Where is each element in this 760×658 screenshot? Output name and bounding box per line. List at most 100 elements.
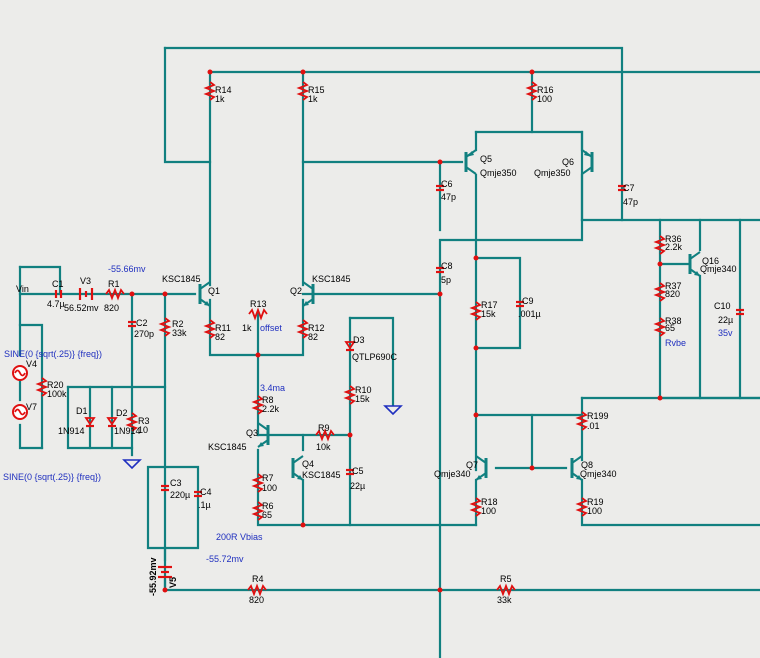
component-labels: R14 1k R15 1k R16 100 Q5 Qmje350 Q6 Qmje… — [3, 85, 737, 605]
label-Q16-type: Qmje340 — [700, 264, 737, 274]
resistor-R38 — [653, 317, 667, 337]
resistor-R19 — [575, 497, 589, 517]
label-C4: C4 — [200, 487, 212, 497]
resistor-R8 — [251, 395, 265, 415]
label-source-V2-expr: SINE(0 {sqrt(.25)} {freq}) — [3, 472, 101, 482]
label-C2-value: 270p — [134, 329, 154, 339]
label-R15-value: 1k — [308, 94, 318, 104]
label-C5-value: 22µ — [350, 481, 365, 491]
label-D3: D3 — [353, 335, 365, 345]
capacitor-C2 — [128, 320, 136, 328]
label-C5: C5 — [352, 466, 364, 476]
label-R17-value: 15k — [481, 309, 496, 319]
resistor-R20 — [35, 377, 49, 397]
resistor-R7 — [251, 473, 265, 493]
label-R19: R19 — [587, 497, 604, 507]
transistor-Q2 — [302, 281, 315, 307]
source-V4 — [12, 365, 28, 381]
resistor-R16 — [525, 81, 539, 101]
label-R37: R37 — [665, 281, 682, 291]
label-C6-value: 47p — [441, 192, 456, 202]
source-V5 — [158, 565, 172, 579]
label-R13-value: 1k — [242, 323, 252, 333]
diode-D3 — [344, 341, 356, 352]
label-R5-value: 33k — [497, 595, 512, 605]
ground-1 — [122, 459, 142, 470]
label-Q1-type: KSC1845 — [162, 274, 201, 284]
label-R36: R36 — [665, 234, 682, 244]
transistor-Q5 — [464, 149, 477, 175]
grounds — [122, 405, 403, 470]
capacitor-C1 — [54, 290, 63, 298]
label-V7: V7 — [26, 402, 37, 412]
label-C9: C9 — [522, 296, 534, 306]
label-C1-value: 4.7µ — [47, 299, 65, 309]
label-C10-value: 22µ — [718, 315, 733, 325]
label-R20: R20 — [47, 380, 64, 390]
label-Q8-type: Qmje340 — [580, 469, 617, 479]
label-R19-value: 100 — [587, 506, 602, 516]
label-R16: R16 — [537, 85, 554, 95]
label-R2-value: 33k — [172, 328, 187, 338]
label-R1-value: 820 — [104, 303, 119, 313]
capacitor-C4 — [194, 490, 202, 498]
label-R14: R14 — [215, 85, 232, 95]
label-R11: R11 — [215, 323, 231, 333]
label-R18: R18 — [481, 497, 498, 507]
label-Rvbe: Rvbe — [665, 338, 686, 348]
label-C7-value: 47p — [623, 197, 638, 207]
label-R3: R3 — [138, 416, 150, 426]
label-R9: R9 — [318, 423, 330, 433]
label-R38-value: 65 — [665, 323, 675, 333]
label-D2-type: 1N914 — [114, 426, 141, 436]
resistor-R13 — [248, 307, 268, 321]
label-V3-value: 56.52mv — [64, 303, 99, 313]
resistor-R9 — [315, 428, 335, 442]
sources — [12, 288, 172, 579]
label-current: 3.4ma — [260, 383, 285, 393]
label-C10: C10 — [714, 301, 731, 311]
resistor-R3 — [125, 412, 139, 432]
label-V3: V3 — [80, 276, 91, 286]
label-D1: D1 — [76, 406, 88, 416]
resistors — [35, 81, 667, 597]
transistor-Q7 — [475, 455, 488, 481]
label-offset: offset — [260, 323, 282, 333]
label-R10-value: 15k — [355, 394, 370, 404]
label-R199: R199 — [587, 411, 609, 421]
resistor-R1 — [105, 287, 125, 301]
capacitor-C9 — [516, 300, 524, 308]
label-R17: R17 — [481, 300, 498, 310]
label-R7-value: 100 — [262, 483, 277, 493]
label-C1: C1 — [52, 279, 64, 289]
label-Q6: Q6 — [562, 157, 574, 167]
capacitor-C7 — [618, 184, 626, 192]
resistor-R37 — [653, 282, 667, 302]
label-R1: R1 — [108, 279, 120, 289]
label-R10: R10 — [355, 385, 372, 395]
label-V4: V4 — [26, 359, 37, 369]
label-C8-value: 5p — [441, 275, 451, 285]
resistor-R2 — [158, 317, 172, 337]
label-Q2-type: KSC1845 — [312, 274, 351, 284]
label-R20-value: 100k — [47, 389, 67, 399]
label-R8: R8 — [262, 395, 274, 405]
label-Q16: Q16 — [702, 256, 719, 266]
label-Q3: Q3 — [246, 428, 258, 438]
label-R12-value: 82 — [308, 332, 318, 342]
label-R16-value: 100 — [537, 94, 552, 104]
label-R2: R2 — [172, 319, 184, 329]
resistor-R12 — [296, 319, 310, 339]
label-R12: R12 — [308, 323, 325, 333]
ground-2 — [383, 405, 403, 416]
label-Vin: Vin — [16, 284, 29, 294]
label-35v: 35v — [718, 328, 733, 338]
resistor-R6 — [251, 501, 265, 521]
resistor-R10 — [343, 385, 357, 405]
capacitor-C8 — [436, 266, 444, 274]
label-V5: V5 — [168, 577, 178, 588]
junction-dots — [129, 69, 663, 593]
label-R6-value: 65 — [262, 510, 272, 520]
label-Q4: Q4 — [302, 459, 314, 469]
